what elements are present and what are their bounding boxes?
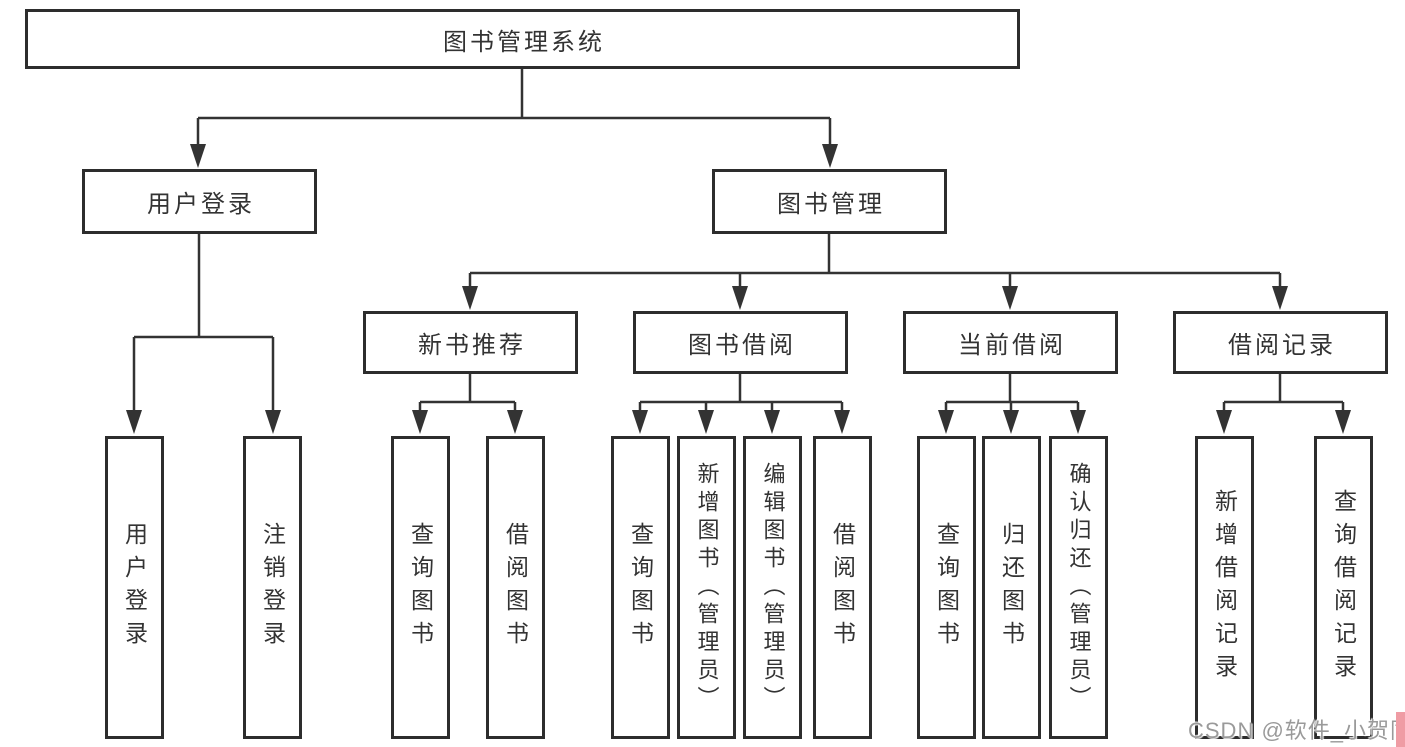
leaf-records-add-record: 新增借阅记录	[1195, 436, 1254, 739]
leaf-borrowing-edit-books-admin-label: 编辑图书（管理员）	[760, 461, 786, 714]
leaf-borrowing-query-books: 查询图书	[611, 436, 670, 739]
node-current-borrowing: 当前借阅	[903, 311, 1118, 374]
node-user-login-branch: 用户登录	[82, 169, 317, 234]
leaf-user-login-label: 用户登录	[121, 521, 148, 654]
leaf-borrowing-add-books-admin: 新增图书（管理员）	[677, 436, 736, 739]
leaf-current-return-books: 归还图书	[982, 436, 1041, 739]
node-borrow-records: 借阅记录	[1173, 311, 1388, 374]
leaf-recommend-borrow-books-label: 借阅图书	[502, 521, 529, 654]
leaf-records-add-record-label: 新增借阅记录	[1211, 488, 1238, 687]
leaf-current-query-books-label: 查询图书	[933, 521, 960, 654]
leaf-borrowing-query-books-label: 查询图书	[627, 521, 654, 654]
leaf-borrowing-borrow-books: 借阅图书	[813, 436, 872, 739]
leaf-borrowing-borrow-books-label: 借阅图书	[829, 521, 856, 654]
leaf-recommend-query-books-label: 查询图书	[407, 521, 434, 654]
leaf-logout-label: 注销登录	[259, 521, 286, 654]
watermark-accent-strip	[1396, 712, 1405, 747]
node-root-system: 图书管理系统	[25, 9, 1020, 69]
tree-edges	[132, 68, 1345, 416]
leaf-records-query-record: 查询借阅记录	[1314, 436, 1373, 739]
leaf-user-login: 用户登录	[105, 436, 164, 739]
node-book-management-branch: 图书管理	[712, 169, 947, 234]
leaf-records-query-record-label: 查询借阅记录	[1330, 488, 1357, 687]
watermark: CSDN @软件_小贺同学	[1188, 718, 1405, 743]
leaf-logout: 注销登录	[243, 436, 302, 739]
leaf-recommend-query-books: 查询图书	[391, 436, 450, 739]
leaf-current-confirm-return-admin-label: 确认归还（管理员）	[1066, 461, 1092, 714]
node-book-borrowing: 图书借阅	[633, 311, 848, 374]
leaf-current-confirm-return-admin: 确认归还（管理员）	[1049, 436, 1108, 739]
leaf-borrowing-edit-books-admin: 编辑图书（管理员）	[743, 436, 802, 739]
node-new-book-recommend: 新书推荐	[363, 311, 578, 374]
leaf-recommend-borrow-books: 借阅图书	[486, 436, 545, 739]
leaf-borrowing-add-books-admin-label: 新增图书（管理员）	[694, 461, 720, 714]
arrowhead-icons	[126, 144, 1351, 434]
leaf-current-query-books: 查询图书	[917, 436, 976, 739]
leaf-current-return-books-label: 归还图书	[998, 521, 1025, 654]
